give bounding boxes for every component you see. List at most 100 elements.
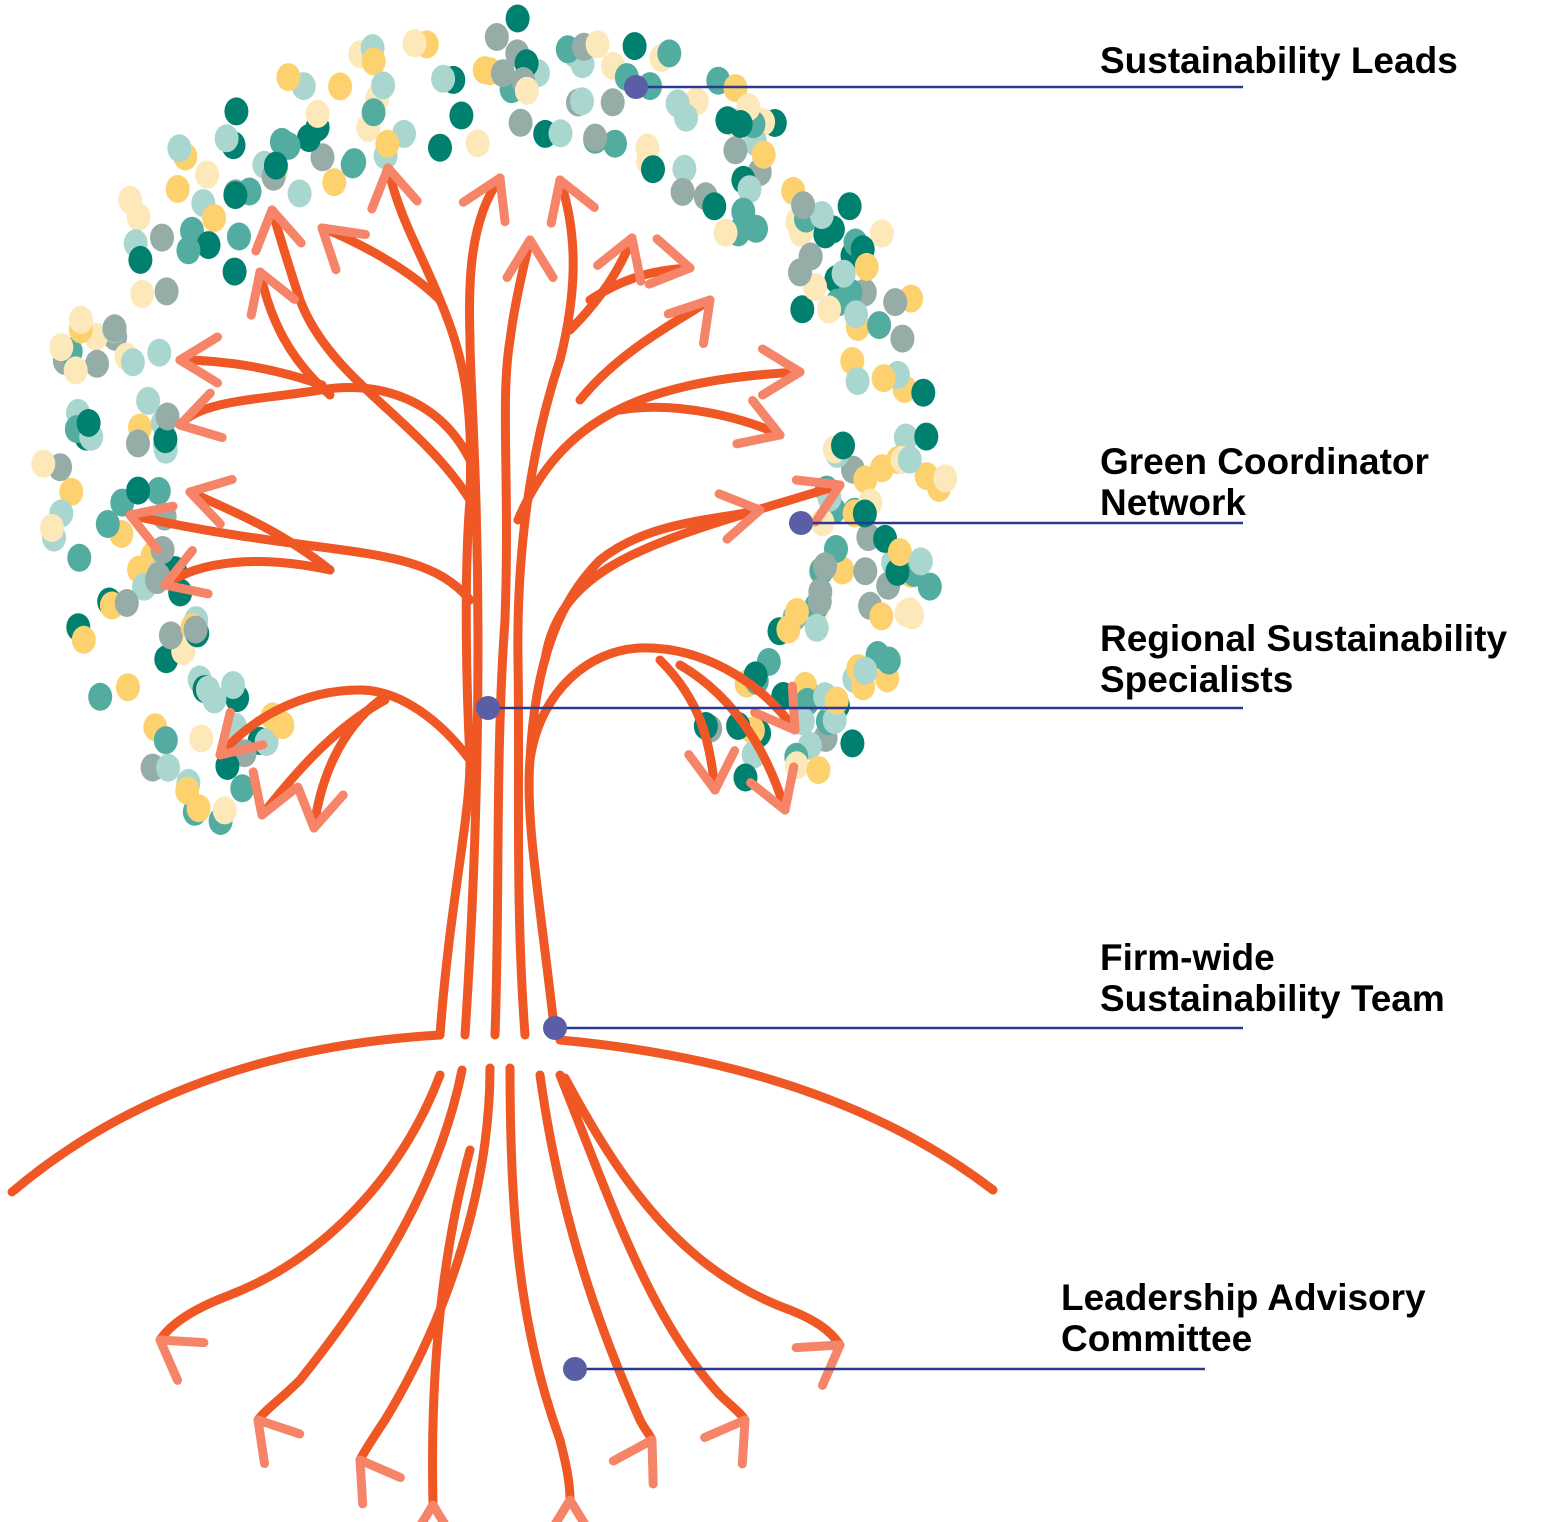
leaf-dot-icon (791, 191, 816, 220)
leaf-dot-icon (155, 402, 180, 431)
leaf-dot-icon (731, 197, 756, 226)
trunk-strand (460, 173, 505, 1040)
leaf-dot-icon (287, 179, 312, 208)
leaf-dot-icon (431, 64, 456, 93)
root (555, 1070, 750, 1425)
leaf-dot-icon (853, 656, 878, 685)
leaf-dot-icon (870, 454, 894, 483)
leaf-dot-icon (790, 295, 815, 324)
leaf-dot-icon (788, 258, 812, 287)
branch (160, 557, 335, 590)
leaf-dot-icon (806, 756, 831, 785)
leaf-dot-icon (472, 56, 497, 85)
leaf-dot-icon (76, 409, 101, 437)
leaf-dot-icon (328, 72, 353, 101)
leaf-dot-icon (622, 32, 647, 61)
leaf-dot-icon (120, 348, 145, 377)
leaf-dot-icon (361, 98, 386, 127)
leaf-dot-icon (809, 201, 834, 230)
leaf-dot-icon (214, 124, 239, 153)
leaf-dot-icon (102, 314, 127, 343)
trunk-strand (383, 163, 476, 1040)
leaf-dot-icon (276, 131, 301, 160)
leaf-dot-icon (484, 23, 509, 51)
leaf-dot-icon (852, 499, 877, 528)
circle-marker-icon (624, 75, 648, 99)
arrow-tip (155, 1335, 209, 1385)
callout-regional-sustainability-specialists: Regional Sustainability Specialists (1100, 618, 1507, 700)
leaf-dot-icon (95, 510, 120, 538)
branch (185, 487, 335, 575)
leaf-dot-icon (221, 671, 246, 700)
leaf-dot-icon (837, 192, 862, 221)
leaf-dot-icon (737, 175, 762, 204)
callout-green-coordinator-network: Green Coordinator Network (1100, 441, 1429, 523)
leaf-dot-icon (146, 477, 171, 505)
arrow-tip (546, 175, 599, 228)
leaf-dot-icon (465, 129, 490, 158)
branch (215, 685, 475, 765)
leaf-dot-icon (154, 277, 179, 306)
leaf-dot-icon (893, 423, 918, 452)
arrow-tip (757, 344, 805, 400)
arrow-tip (750, 681, 800, 735)
circle-marker-icon (789, 511, 813, 535)
arrow-tip (125, 501, 178, 554)
leaf-dot-icon (548, 119, 573, 148)
arrow-tip (791, 1340, 845, 1390)
leaf-dot-icon (508, 108, 533, 137)
callout-text: Sustainability Leads (1100, 40, 1458, 81)
arrow-tips (125, 163, 845, 1522)
arrow-tip (684, 746, 740, 795)
leaf-dot-icon (126, 202, 151, 231)
leaf-dot-icon (230, 774, 255, 803)
leaf-dot-icon (183, 615, 208, 644)
root (253, 1065, 467, 1425)
leaf-dot-icon (831, 431, 855, 460)
leaf-dot-icon (570, 87, 594, 116)
root (427, 1145, 475, 1510)
root (505, 1063, 575, 1505)
leaf-dot-icon (153, 425, 178, 454)
leaf-dot-icon (813, 552, 838, 581)
leaf-dot-icon (195, 160, 220, 189)
leaf-dot-icon (635, 133, 660, 162)
trunk-strand (490, 235, 535, 1040)
callout-text: Committee (1061, 1318, 1253, 1359)
root (155, 1070, 445, 1345)
leaf-dot-icon (212, 796, 237, 825)
branch (125, 510, 475, 605)
leaf-dot-icon (126, 476, 151, 505)
leaf-dot-icon (505, 4, 530, 33)
leaf-dot-icon (665, 89, 690, 118)
arrow-tip (185, 474, 237, 529)
leaf-dot-icon (153, 726, 178, 755)
leaf-dot-icon (883, 288, 908, 317)
leaf-dot-icon (804, 613, 829, 642)
leaf-dot-icon (428, 133, 452, 162)
branch (655, 655, 720, 795)
leaf-dot-icon (167, 134, 192, 163)
circle-marker-icon (563, 1357, 587, 1381)
leaf-dot-icon (914, 422, 939, 451)
leaf-dot-icon (322, 168, 347, 197)
leaf-dot-icon (71, 625, 96, 654)
branch (175, 355, 327, 390)
leaf-dot-icon (824, 686, 849, 715)
leaf-dot-icon (449, 101, 474, 130)
leaf-dot-icon (310, 143, 335, 172)
leaf-dot-icon (224, 97, 249, 126)
arrow-tip (417, 1500, 449, 1522)
root (535, 1070, 657, 1445)
leaf-dot-icon (147, 338, 172, 367)
leaf-dot-icon (871, 364, 896, 393)
leaf-dot-icon (276, 63, 301, 92)
arrow-tip (367, 163, 422, 214)
leaf-dot-icon (867, 311, 892, 340)
arrow-tip (317, 223, 371, 275)
leaf-dot-icon (702, 192, 727, 221)
leaf-dot-icon (165, 175, 190, 203)
leaf-dot-icon (196, 231, 221, 260)
branch (615, 402, 785, 440)
